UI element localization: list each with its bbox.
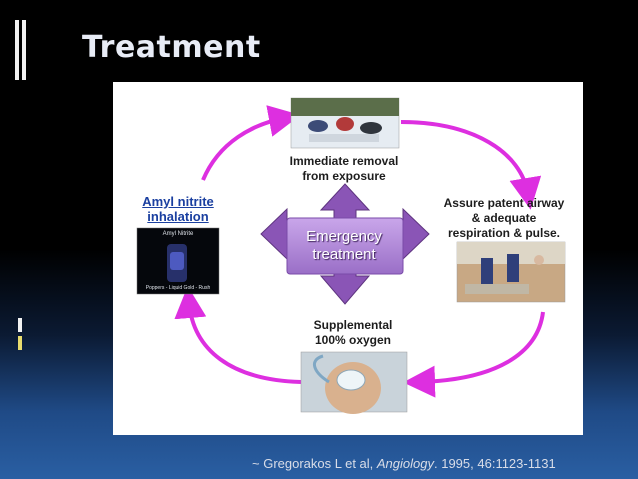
label-line: Supplemental [313, 318, 393, 332]
decor-stripe [18, 318, 22, 332]
label-line: Amyl nitrite [142, 194, 214, 209]
vial-text-top: Amyl Nitrite [162, 231, 194, 237]
label-line: inhalation [147, 209, 209, 224]
label-patent-airway: Assure patent airway & adequate respirat… [431, 196, 577, 241]
label-line: from exposure [302, 169, 386, 183]
diagram-graphics [136, 97, 566, 414]
photo-oxygen-mask [300, 351, 408, 414]
cycle-arrow-bottom-left [174, 286, 302, 384]
citation-suffix: . 1995, 46:1123-1131 [434, 456, 556, 471]
label-amyl-nitrite: Amyl nitrite inhalation [133, 194, 223, 224]
center-label: Emergency treatment [289, 228, 399, 264]
cycle-arrow-top-right [400, 120, 542, 210]
label-line: & adequate [471, 211, 537, 225]
citation-journal: Angiology [376, 456, 434, 471]
label-line: Assure patent airway [443, 196, 565, 210]
vial-text-bottom: Poppers - Liquid Gold - Rush [145, 285, 211, 291]
label-immediate-removal: Immediate removal from exposure [279, 154, 409, 184]
left-decorative-bar [0, 0, 34, 479]
citation-prefix: ~ Gregorakos L et al, [252, 456, 377, 471]
treatment-diagram: Immediate removal from exposure Assure p… [113, 82, 583, 435]
decor-stripe [18, 336, 22, 350]
slide-title: Treatment [82, 30, 261, 65]
label-line: 100% oxygen [314, 333, 392, 347]
center-label-line: Emergency [306, 228, 382, 245]
cycle-arrow-top-left [201, 105, 301, 181]
cycle-arrow-bottom-right [403, 311, 545, 398]
citation: ~ Gregorakos L et al, Angiology. 1995, 4… [252, 456, 556, 471]
decor-stripe [15, 20, 19, 80]
photo-amyl-vial [136, 227, 220, 295]
photo-rescue-snow [290, 97, 400, 149]
center-box [286, 217, 404, 275]
label-line: Immediate removal [289, 154, 399, 168]
decor-stripe [22, 20, 26, 80]
label-supplemental-oxygen: Supplemental 100% oxygen [293, 318, 413, 348]
center-label-line: treatment [312, 246, 376, 263]
photo-airway-rescue [456, 241, 566, 303]
label-line: respiration & pulse. [447, 226, 561, 240]
